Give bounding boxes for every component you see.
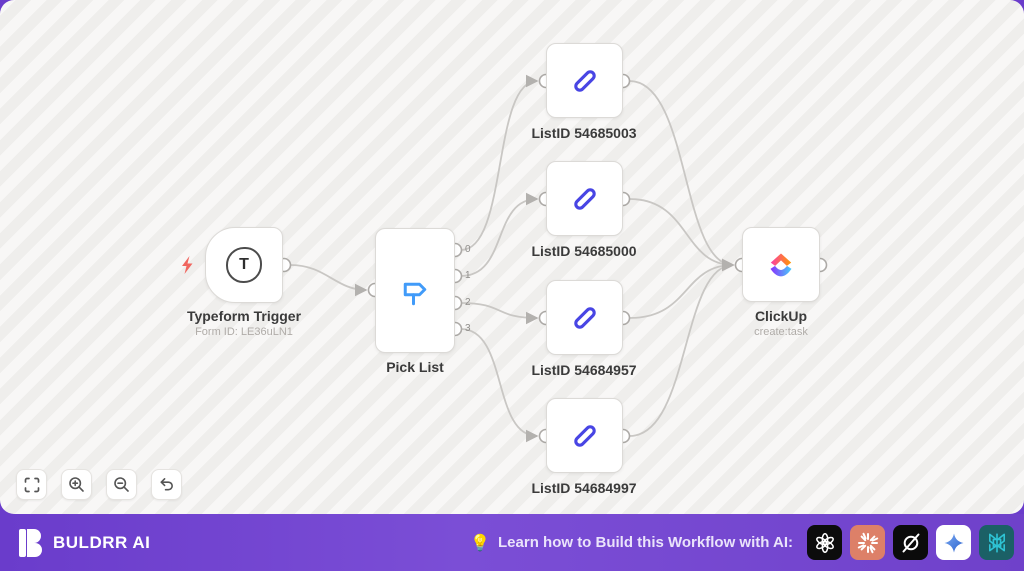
edge-out0-list1 <box>460 74 539 251</box>
fit-view-icon <box>24 477 39 492</box>
edge-typeform-picklist <box>290 264 368 297</box>
claude-icon[interactable] <box>850 525 885 560</box>
zoom-out-icon <box>114 477 129 492</box>
node-listid-3-label: ListID 54684957 <box>531 362 637 378</box>
brand-name: BULDRR AI <box>53 532 151 552</box>
edges-layer <box>276 73 828 444</box>
zoom-in-button[interactable] <box>61 469 92 500</box>
picklist-output-label-3: 3 <box>465 323 471 334</box>
typeform-icon: T <box>226 247 262 283</box>
node-typeform-label: Typeform Trigger Form ID: LE36uLN1 <box>186 308 302 338</box>
undo-button[interactable] <box>151 469 182 500</box>
edge-list4-clickup <box>629 258 735 437</box>
perplexity-icon[interactable] <box>979 525 1014 560</box>
edge-list2-clickup <box>629 198 735 272</box>
pencil-icon <box>573 69 596 92</box>
node-typeform-trigger[interactable]: T <box>205 227 283 303</box>
fit-view-button[interactable] <box>16 469 47 500</box>
pencil-icon <box>573 306 596 329</box>
clickup-icon <box>770 252 792 276</box>
pencil-icon <box>573 424 596 447</box>
zoom-out-button[interactable] <box>106 469 137 500</box>
undo-icon <box>160 478 173 491</box>
edge-list1-clickup <box>629 80 735 272</box>
footer-bar: BULDRR AI 💡 Learn how to Build this Work… <box>0 514 1024 571</box>
pencil-icon <box>573 187 596 210</box>
workflow-canvas[interactable]: 0 1 2 3 T Typeform Trigger Form ID: LE36… <box>0 0 1024 514</box>
node-listid-2-label: ListID 54685000 <box>531 243 637 259</box>
edge-list3-clickup <box>629 258 735 319</box>
node-clickup-label: ClickUp create:task <box>754 308 808 338</box>
gemini-icon[interactable] <box>936 525 971 560</box>
signpost-icon <box>403 282 427 305</box>
learn-text: Learn how to Build this Workflow with AI… <box>498 534 793 551</box>
openai-icon[interactable] <box>807 525 842 560</box>
node-listid-54684997[interactable] <box>546 398 623 473</box>
node-listid-1-label: ListID 54685003 <box>531 125 637 141</box>
grok-icon[interactable] <box>893 525 928 560</box>
zoom-in-icon <box>69 477 84 492</box>
learn-section: 💡 Learn how to Build this Workflow with … <box>470 525 1014 560</box>
node-listid-54685003[interactable] <box>546 43 623 118</box>
edge-out1-list2 <box>460 192 539 277</box>
node-clickup[interactable] <box>742 227 820 302</box>
picklist-output-label-2: 2 <box>465 297 471 308</box>
picklist-output-label-0: 0 <box>465 244 471 255</box>
node-listid-54685000[interactable] <box>546 161 623 236</box>
node-pick-list-label: Pick List <box>386 359 444 375</box>
buldrr-logo-icon <box>19 528 42 557</box>
node-listid-4-label: ListID 54684997 <box>531 480 637 496</box>
edge-out3-list4 <box>460 328 539 443</box>
picklist-output-label-1: 1 <box>465 270 471 281</box>
lightbulb-icon: 💡 <box>470 534 491 552</box>
brand: BULDRR AI <box>18 528 150 558</box>
trigger-bolt-icon <box>182 256 193 274</box>
node-pick-list[interactable] <box>375 228 455 353</box>
edge-out2-list3 <box>460 302 539 325</box>
node-listid-54684957[interactable] <box>546 280 623 355</box>
